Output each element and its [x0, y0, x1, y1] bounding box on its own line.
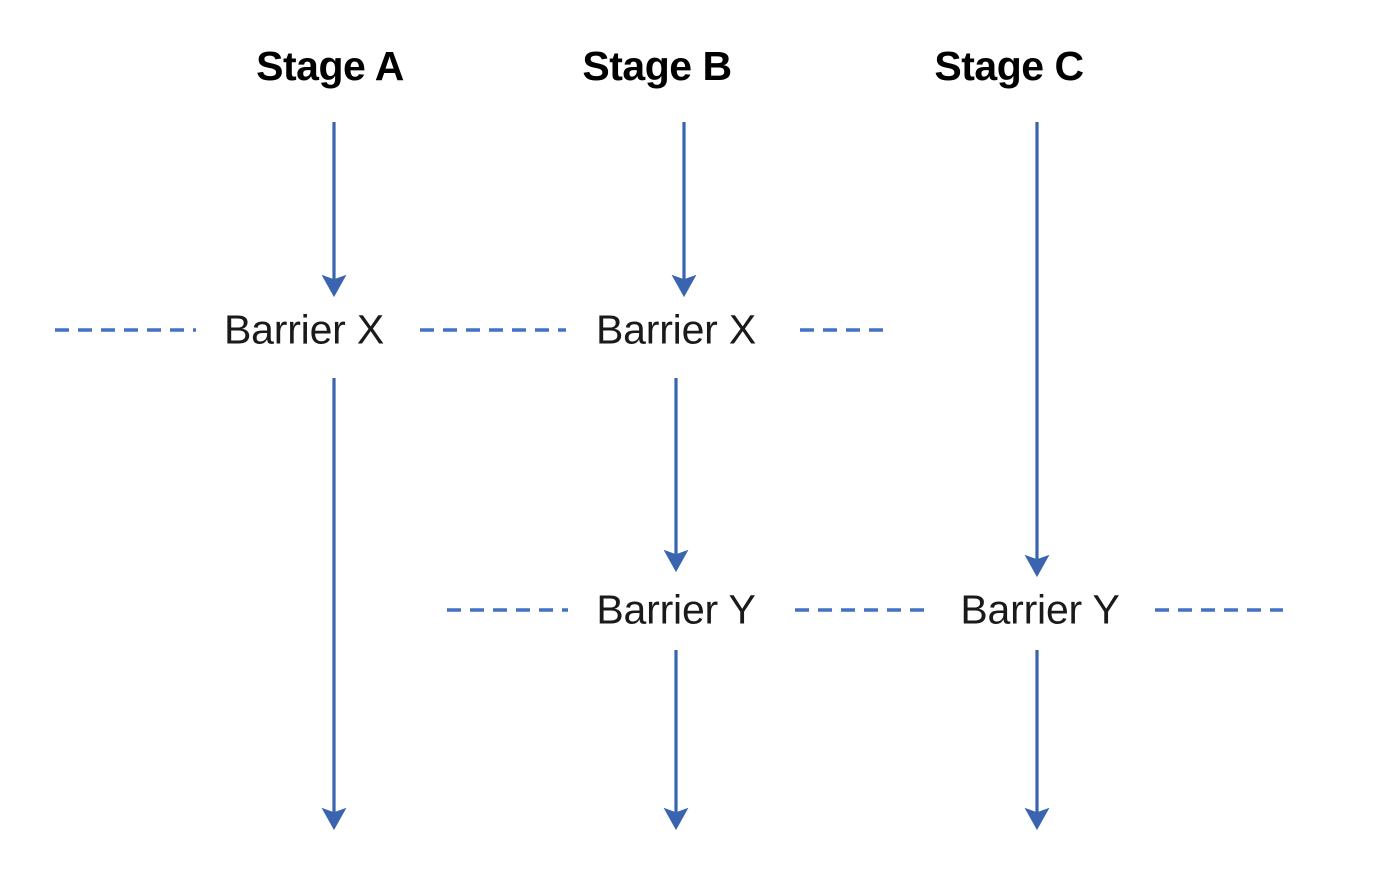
arrows-group: [321, 122, 1050, 831]
stage-title-1: Stage B: [582, 43, 732, 89]
barrier-label-r0-0: Barrier X: [218, 309, 390, 351]
barrier-label-r1-0: Barrier Y: [590, 589, 762, 631]
barrier-label-r0-1: Barrier X: [590, 309, 762, 351]
barrier-label-r1-1: Barrier Y: [954, 589, 1126, 631]
dashed-connectors-group: [55, 328, 1283, 612]
stage-title-0: Stage A: [256, 43, 404, 89]
stage-title-2: Stage C: [934, 43, 1084, 89]
